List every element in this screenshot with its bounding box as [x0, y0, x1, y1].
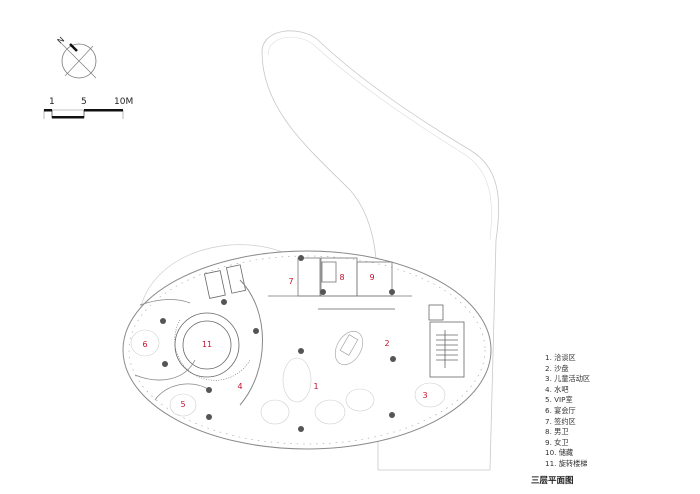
- legend-item: 6. 宴会厅: [545, 405, 576, 415]
- room-label-11: 11: [202, 340, 212, 349]
- room-label-2: 2: [384, 339, 389, 348]
- sand-table: [334, 330, 364, 366]
- columns: [160, 255, 396, 432]
- restroom-block: [268, 257, 412, 297]
- legend-item: 2. 沙盘: [545, 363, 569, 373]
- legend-item: 8. 男卫: [545, 427, 569, 437]
- elevator-shafts: [203, 264, 247, 299]
- site-outline: [261, 30, 500, 471]
- building-inner-wall: [128, 255, 486, 445]
- room-label-4: 4: [237, 382, 242, 391]
- site-outline-inner: [267, 36, 492, 241]
- legend-item: 7. 签约区: [545, 416, 576, 426]
- legend-item: 3. 儿童活动区: [545, 374, 591, 384]
- scale-label-5: 5: [81, 97, 87, 107]
- room-label-7: 7: [288, 277, 293, 286]
- room-label-1: 1: [313, 382, 318, 391]
- building-outer-wall: [122, 250, 492, 450]
- room-label-6: 6: [142, 340, 147, 349]
- legend-item: 4. 水吧: [545, 384, 569, 394]
- room-label-5: 5: [180, 400, 185, 409]
- furniture: [130, 329, 446, 425]
- stair-core: [428, 304, 465, 378]
- legend-item: 1. 洽谈区: [545, 353, 576, 362]
- plan-title: 三层平面图: [531, 476, 574, 486]
- room-label-3: 3: [422, 391, 427, 400]
- legend-item: 5. VIP室: [545, 395, 573, 405]
- legend-item: 10. 储藏: [545, 448, 574, 458]
- north-arrow-icon: [61, 43, 97, 79]
- scale-label-1: 1: [49, 97, 55, 107]
- legend-item: 9. 女卫: [545, 437, 569, 447]
- scale-bar-icon: [43, 109, 124, 119]
- legend: 1. 洽谈区 2. 沙盘 3. 儿童活动区 4. 水吧 5. VIP室 6. 宴…: [545, 353, 590, 470]
- spiral-stair: [174, 312, 251, 381]
- room-label-9: 9: [369, 273, 374, 282]
- curved-wall: [239, 279, 263, 406]
- legend-item: 11. 旋转楼梯: [545, 458, 588, 468]
- scale-label-10m: 10M: [114, 97, 134, 107]
- room-label-8: 8: [339, 273, 344, 282]
